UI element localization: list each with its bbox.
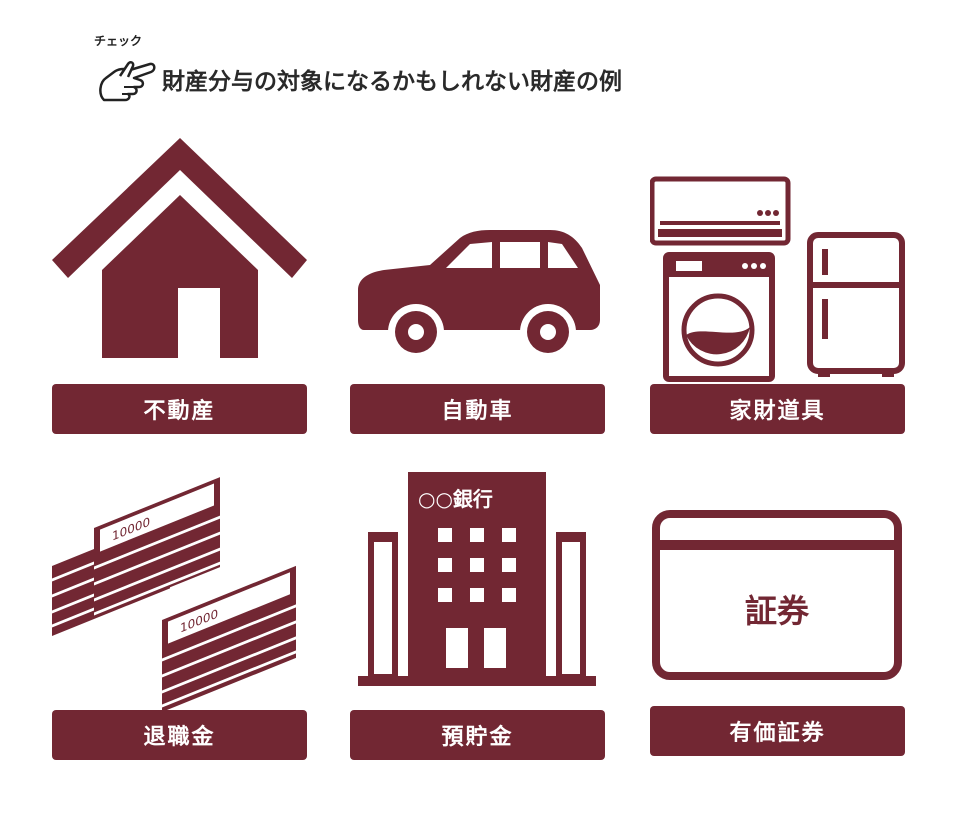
- house-icon: [52, 138, 307, 358]
- item-label: 家財道具: [650, 384, 905, 434]
- bank-name-text: ○○銀行: [418, 487, 493, 511]
- page-title: 財産分与の対象になるかもしれない財産の例: [162, 69, 622, 95]
- securities-text: 証券: [745, 592, 810, 630]
- check-label: チェック: [94, 34, 143, 48]
- securities-card-icon: 証券: [652, 510, 902, 680]
- item-retirement-money: 10000 10000 退職金: [52, 470, 307, 770]
- appliances-icon: [650, 176, 905, 382]
- item-label: 不動産: [52, 384, 307, 434]
- item-label: 預貯金: [350, 710, 605, 760]
- pointing-hand-icon: [99, 61, 156, 102]
- item-car: 自動車: [350, 120, 605, 440]
- item-real-estate: 不動産: [52, 120, 307, 440]
- item-securities: 証券 有価証券: [650, 470, 905, 770]
- item-label: 退職金: [52, 710, 307, 760]
- banknote-stacks-icon: 10000 10000: [52, 477, 296, 710]
- bank-building-icon: ○○銀行: [358, 472, 596, 686]
- item-label: 自動車: [350, 384, 605, 434]
- car-icon: [358, 230, 600, 360]
- header: チェック 財産分与の対象になるかもしれない財産の例: [92, 30, 892, 110]
- item-label: 有価証券: [650, 706, 905, 756]
- item-savings: ○○銀行 預貯金: [350, 470, 605, 770]
- item-household-goods: 家財道具: [650, 120, 905, 440]
